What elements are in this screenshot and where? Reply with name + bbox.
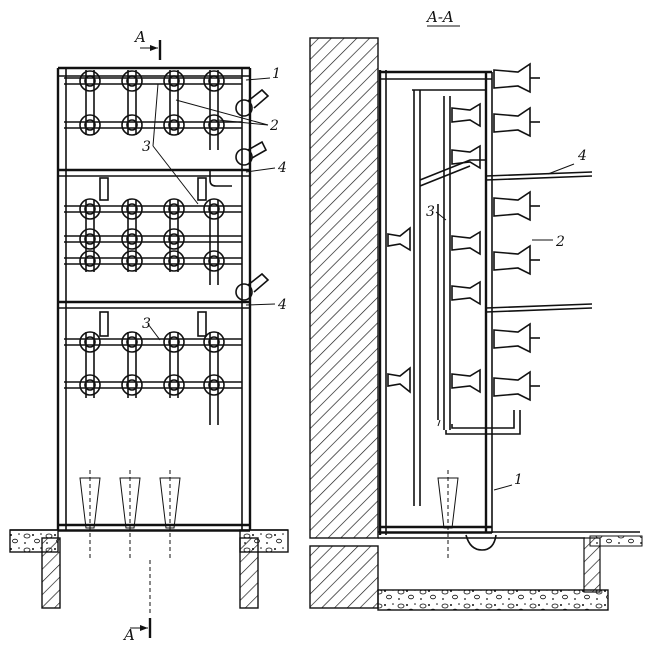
insulator-grid: [79, 70, 225, 396]
section-conductor: [419, 159, 486, 427]
leader-lines-right: [435, 163, 575, 491]
foundation-left: [9, 529, 289, 609]
wall-base: [309, 545, 379, 609]
front-elevation: A A 1 2 3 4 4 3: [9, 28, 289, 644]
callout-right-2: 2: [555, 234, 565, 250]
callout-right-4: 4: [577, 148, 587, 164]
section-mark-top: A: [133, 28, 146, 46]
vertical-pipes: [85, 70, 219, 425]
section-insulators: [387, 62, 540, 402]
outgoing-busbars: [445, 171, 593, 435]
callout-left-4b: 4: [277, 297, 287, 313]
leader-lines-left: [147, 77, 276, 341]
section-title: A-A: [425, 8, 454, 26]
section-cut-bottom: [130, 560, 152, 638]
right-labels: A-A 4 3 2 1: [425, 8, 587, 488]
fuse-cartridges: [79, 470, 181, 560]
section-mark-bottom: A: [122, 626, 135, 644]
callout-right-1: 1: [514, 472, 523, 488]
callout-right-3: 3: [426, 204, 435, 220]
wall: [309, 37, 379, 539]
section-view: A-A 4 3 2 1: [309, 8, 643, 611]
outgoing-terminals: [209, 88, 270, 301]
callout-left-1: 1: [272, 66, 281, 82]
gravel-bed: [377, 589, 609, 611]
callout-left-4a: 4: [277, 160, 287, 176]
section-cut-top: [140, 40, 162, 60]
left-labels: A A 1 2 3 4 4 3: [122, 28, 287, 644]
callout-left-2: 2: [269, 118, 279, 134]
callout-left-3b: 3: [142, 316, 151, 332]
section-frame: [378, 70, 493, 535]
section-fuse: [437, 470, 497, 560]
callout-left-3: 3: [142, 139, 151, 155]
busbars: [64, 77, 242, 389]
